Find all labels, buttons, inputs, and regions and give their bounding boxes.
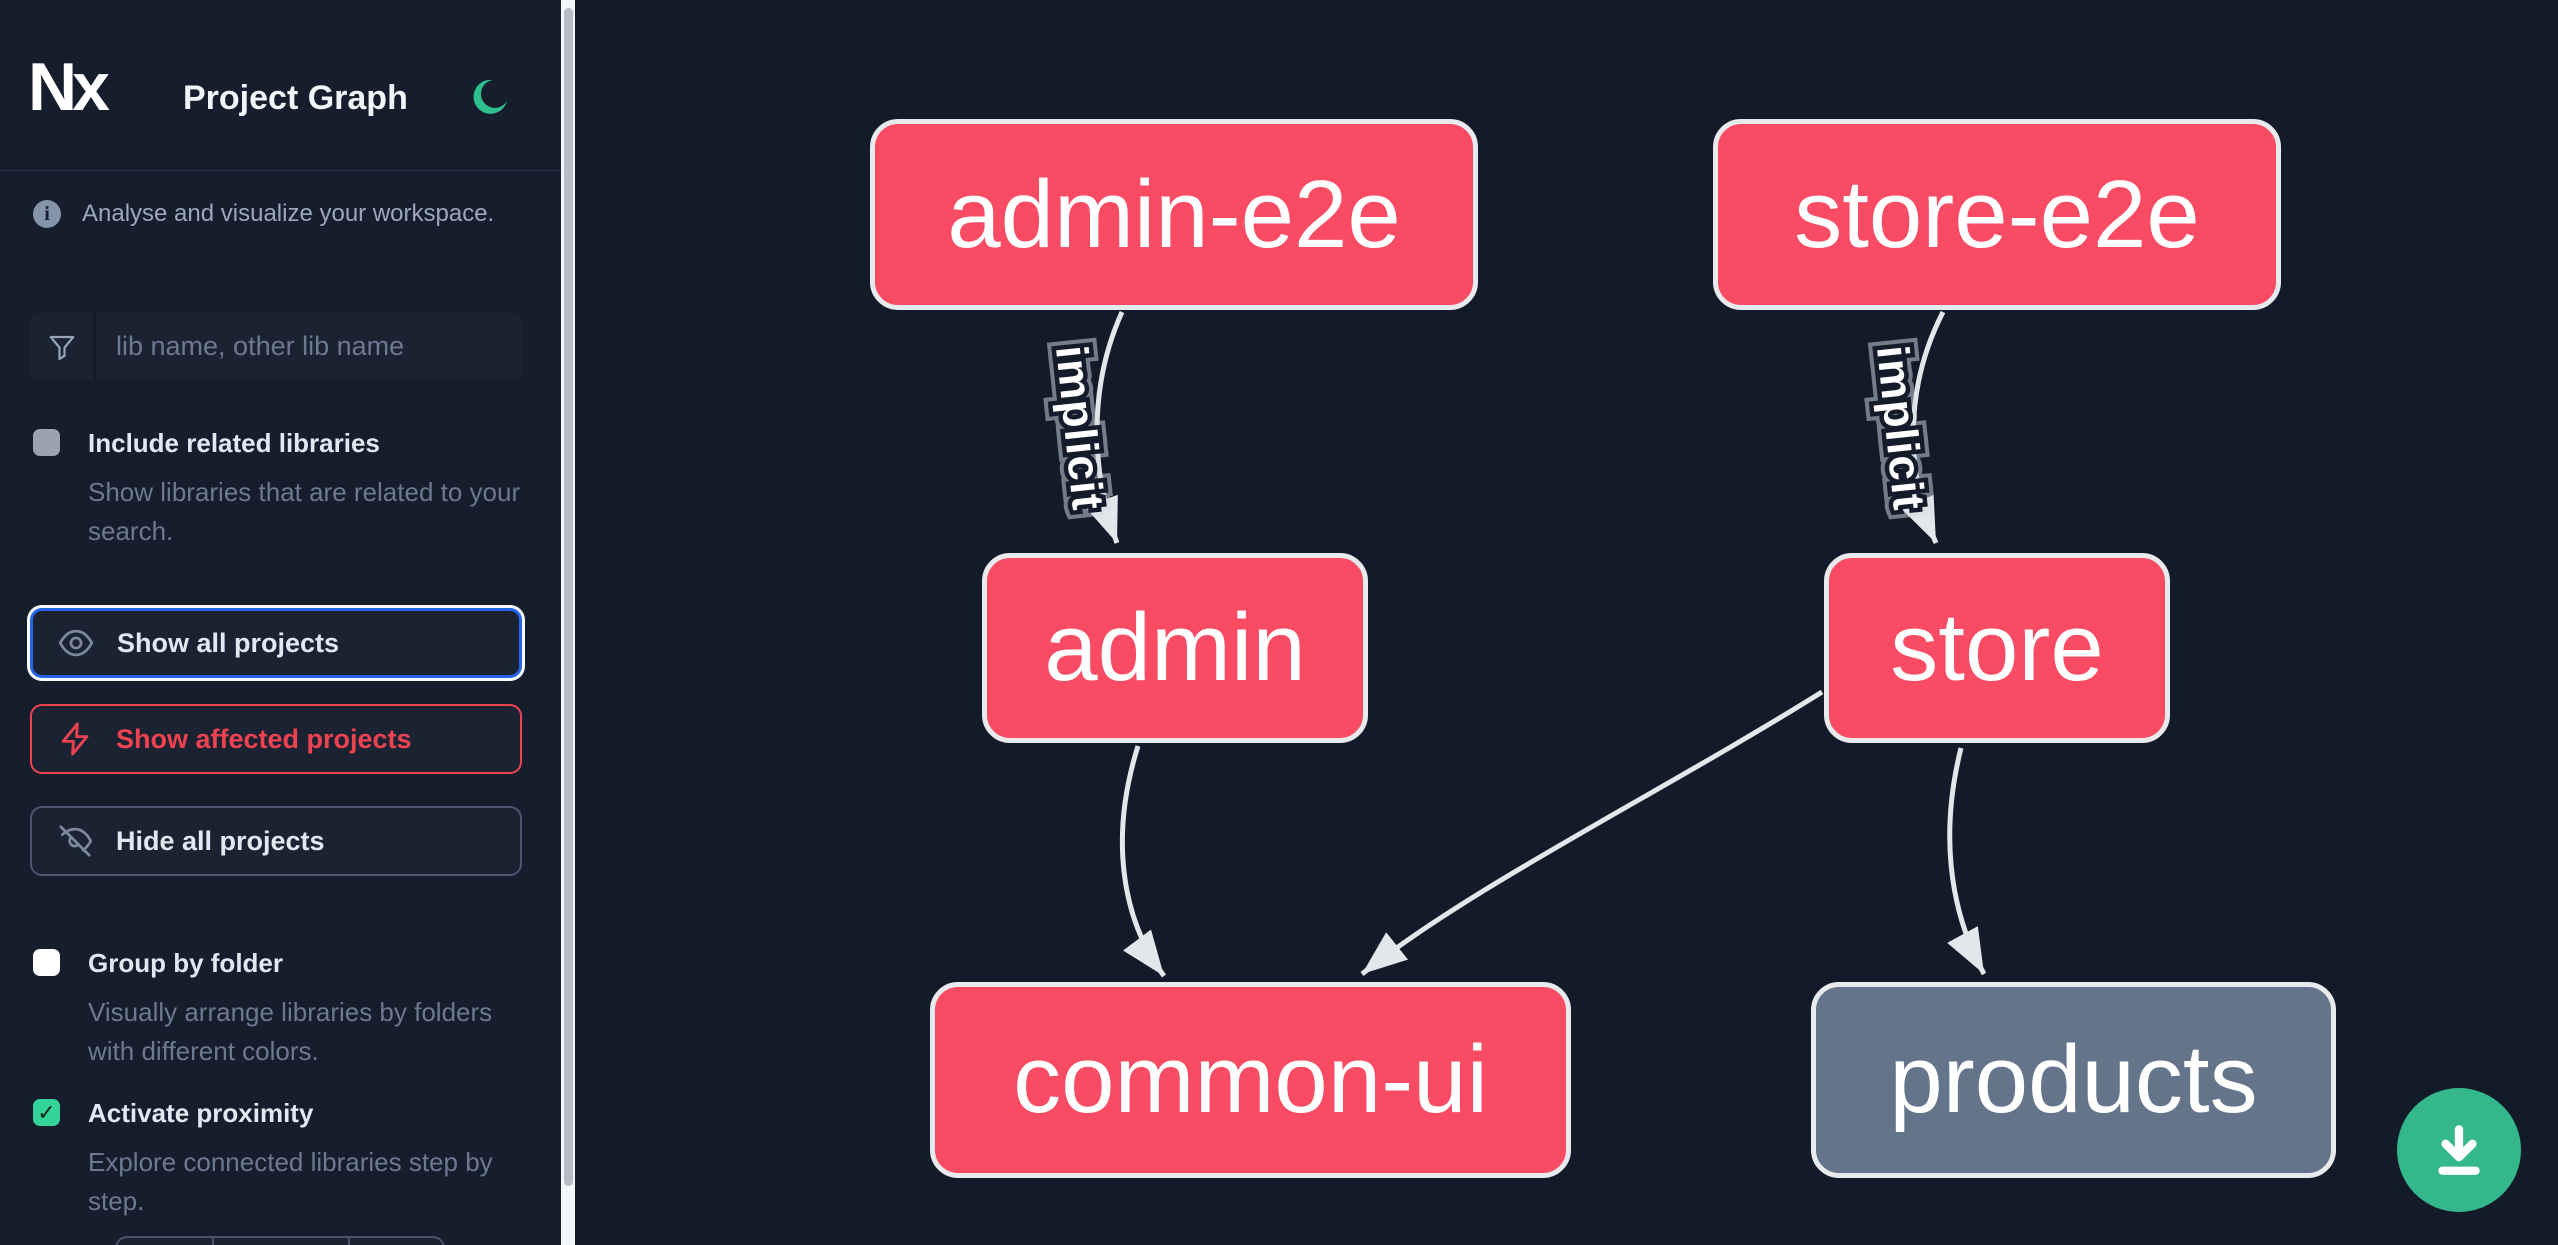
button-label: Show all projects <box>117 627 340 658</box>
graph-node-admin[interactable]: admin <box>982 553 1368 743</box>
hide-all-projects-button[interactable]: Hide all projects <box>30 806 522 876</box>
toggle-activate-proximity: ✓ Activate proximity Explore connected l… <box>33 1098 529 1221</box>
checkbox-group-by-folder[interactable] <box>33 949 60 976</box>
sidebar: Nx Project Graph i Analyse and visualize… <box>0 0 562 1245</box>
toggle-include-related-libraries: Include related libraries Show libraries… <box>33 428 529 551</box>
graph-node-products[interactable]: products <box>1811 982 2336 1178</box>
edge-store-to-products[interactable] <box>1947 747 1987 976</box>
node-label: store <box>1890 594 2104 701</box>
toggle-description: Visually arrange libraries by folders wi… <box>88 997 493 1066</box>
svg-text:implicit: implicit <box>1867 343 1935 513</box>
toggle-description: Explore connected libraries step by step… <box>88 1147 493 1216</box>
button-label: Hide all projects <box>116 825 325 856</box>
node-label: admin-e2e <box>947 160 1401 268</box>
toggle-description: Show libraries that are related to your … <box>88 477 521 546</box>
toggle-label: Activate proximity <box>88 1098 314 1128</box>
edge-admin-to-common-ui[interactable] <box>1119 745 1167 978</box>
button-label: Show affected projects <box>116 723 412 754</box>
node-label: store-e2e <box>1794 160 2200 268</box>
theme-toggle-moon-icon[interactable] <box>466 76 510 120</box>
sidebar-scrollbar-thumb[interactable] <box>563 8 573 1186</box>
node-label: products <box>1889 1026 2258 1133</box>
workspace-tagline: Analyse and visualize your workspace. <box>82 200 495 227</box>
checkbox-include-related[interactable] <box>33 429 60 456</box>
toggle-label: Include related libraries <box>88 428 380 458</box>
edge-store-e2e-to-store[interactable] <box>1901 310 1946 545</box>
show-all-projects-button[interactable]: Show all projects <box>30 608 522 678</box>
edge-store-to-common-ui[interactable] <box>1360 689 1824 976</box>
nx-logo: Nx <box>28 49 110 125</box>
project-filter-box <box>30 313 522 380</box>
toggle-label: Group by folder <box>88 948 283 978</box>
graph-node-store-e2e[interactable]: store-e2e <box>1713 119 2281 310</box>
header-divider <box>0 170 562 171</box>
show-affected-projects-button[interactable]: Show affected projects <box>30 704 522 774</box>
filter-funnel-icon <box>30 313 96 380</box>
eye-icon <box>57 624 95 662</box>
sidebar-scrollbar[interactable] <box>561 0 575 1245</box>
download-image-button[interactable] <box>2397 1088 2521 1212</box>
node-label: common-ui <box>1013 1026 1488 1133</box>
proximity-depth-stepper[interactable] <box>115 1236 445 1245</box>
stepper-divider <box>212 1238 214 1245</box>
search-input[interactable] <box>96 313 522 380</box>
toggle-group-by-folder: Group by folder Visually arrange librari… <box>33 948 529 1071</box>
checkbox-activate-proximity[interactable]: ✓ <box>33 1099 60 1126</box>
page-title: Project Graph <box>183 79 408 117</box>
bolt-icon <box>56 720 94 758</box>
edge-admin-e2e-to-admin[interactable] <box>1085 310 1125 544</box>
eye-off-icon <box>56 822 94 860</box>
graph-node-admin-e2e[interactable]: admin-e2e <box>870 119 1478 310</box>
edge-label-implicit-right: implicit implicit <box>1858 335 1943 522</box>
info-icon: i <box>33 200 61 228</box>
download-icon <box>2430 1121 2488 1179</box>
graph-node-store[interactable]: store <box>1824 553 2170 743</box>
graph-node-common-ui[interactable]: common-ui <box>930 982 1571 1178</box>
node-label: admin <box>1044 594 1306 701</box>
stepper-divider <box>348 1238 350 1245</box>
